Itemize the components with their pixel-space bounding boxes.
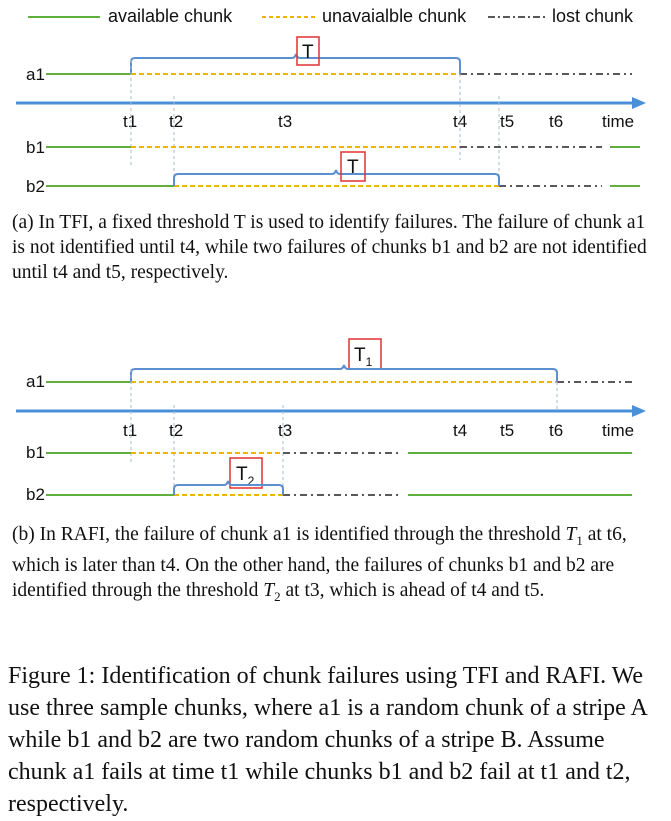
t2-threshold-label: T2 — [236, 464, 255, 488]
row-label-b1: b1 — [26, 138, 45, 157]
row-label-b2: b2 — [26, 177, 45, 196]
tick-t4: t4 — [453, 112, 467, 131]
tick-t3-b: t3 — [278, 421, 292, 440]
t1-threshold-label: T1 — [354, 345, 373, 369]
tick-t3: t3 — [278, 112, 292, 131]
t2-threshold-box — [229, 457, 263, 489]
tick-t4-b: t4 — [453, 421, 467, 440]
b-b1b2-threshold-bracket — [173, 480, 284, 495]
row-label-a1-b: a1 — [26, 372, 45, 391]
time-axis-arrow-b — [632, 405, 646, 417]
tick-t2-b: t2 — [169, 421, 183, 440]
tick-t2: t2 — [169, 112, 183, 131]
row-label-b1-b: b1 — [26, 443, 45, 462]
b-threshold-label: T — [347, 157, 359, 178]
tick-t1-b: t1 — [123, 421, 137, 440]
legend-lost-label: lost chunk — [552, 6, 634, 26]
legend-available-label: available chunk — [108, 6, 233, 26]
row-label-a1: a1 — [26, 65, 45, 84]
a1-threshold-bracket — [130, 53, 461, 74]
a1-threshold-label: T — [302, 42, 314, 63]
tick-t6-b: t6 — [549, 421, 563, 440]
panel-b-caption: (b) In RAFI, the failure of chunk a1 is … — [12, 524, 627, 604]
tick-time: time — [602, 112, 634, 131]
tick-t5-b: t5 — [500, 421, 514, 440]
panel-a-diagram: available chunk unavaialble chunk lost c… — [16, 6, 646, 196]
b-threshold-box — [340, 151, 366, 182]
tick-t5: t5 — [500, 112, 514, 131]
b1b2-threshold-bracket — [173, 169, 500, 186]
tick-t1: t1 — [123, 112, 137, 131]
b-a1-threshold-bracket — [130, 364, 558, 382]
legend-unavailable-label: unavaialble chunk — [322, 6, 467, 26]
a1-threshold-box — [296, 36, 320, 66]
panel-b-diagram: T1 a1 t1 t2 t3 t4 t5 t6 time b1 T2 b2 — [16, 338, 646, 504]
tick-t6: t6 — [549, 112, 563, 131]
time-axis-arrow — [632, 97, 646, 109]
tick-time-b: time — [602, 421, 634, 440]
row-label-b2-b: b2 — [26, 485, 45, 504]
panel-a-caption: (a) In TFI, a fixed threshold T is used … — [12, 212, 647, 283]
figure-caption: Figure 1: Identification of chunk failur… — [8, 663, 647, 817]
